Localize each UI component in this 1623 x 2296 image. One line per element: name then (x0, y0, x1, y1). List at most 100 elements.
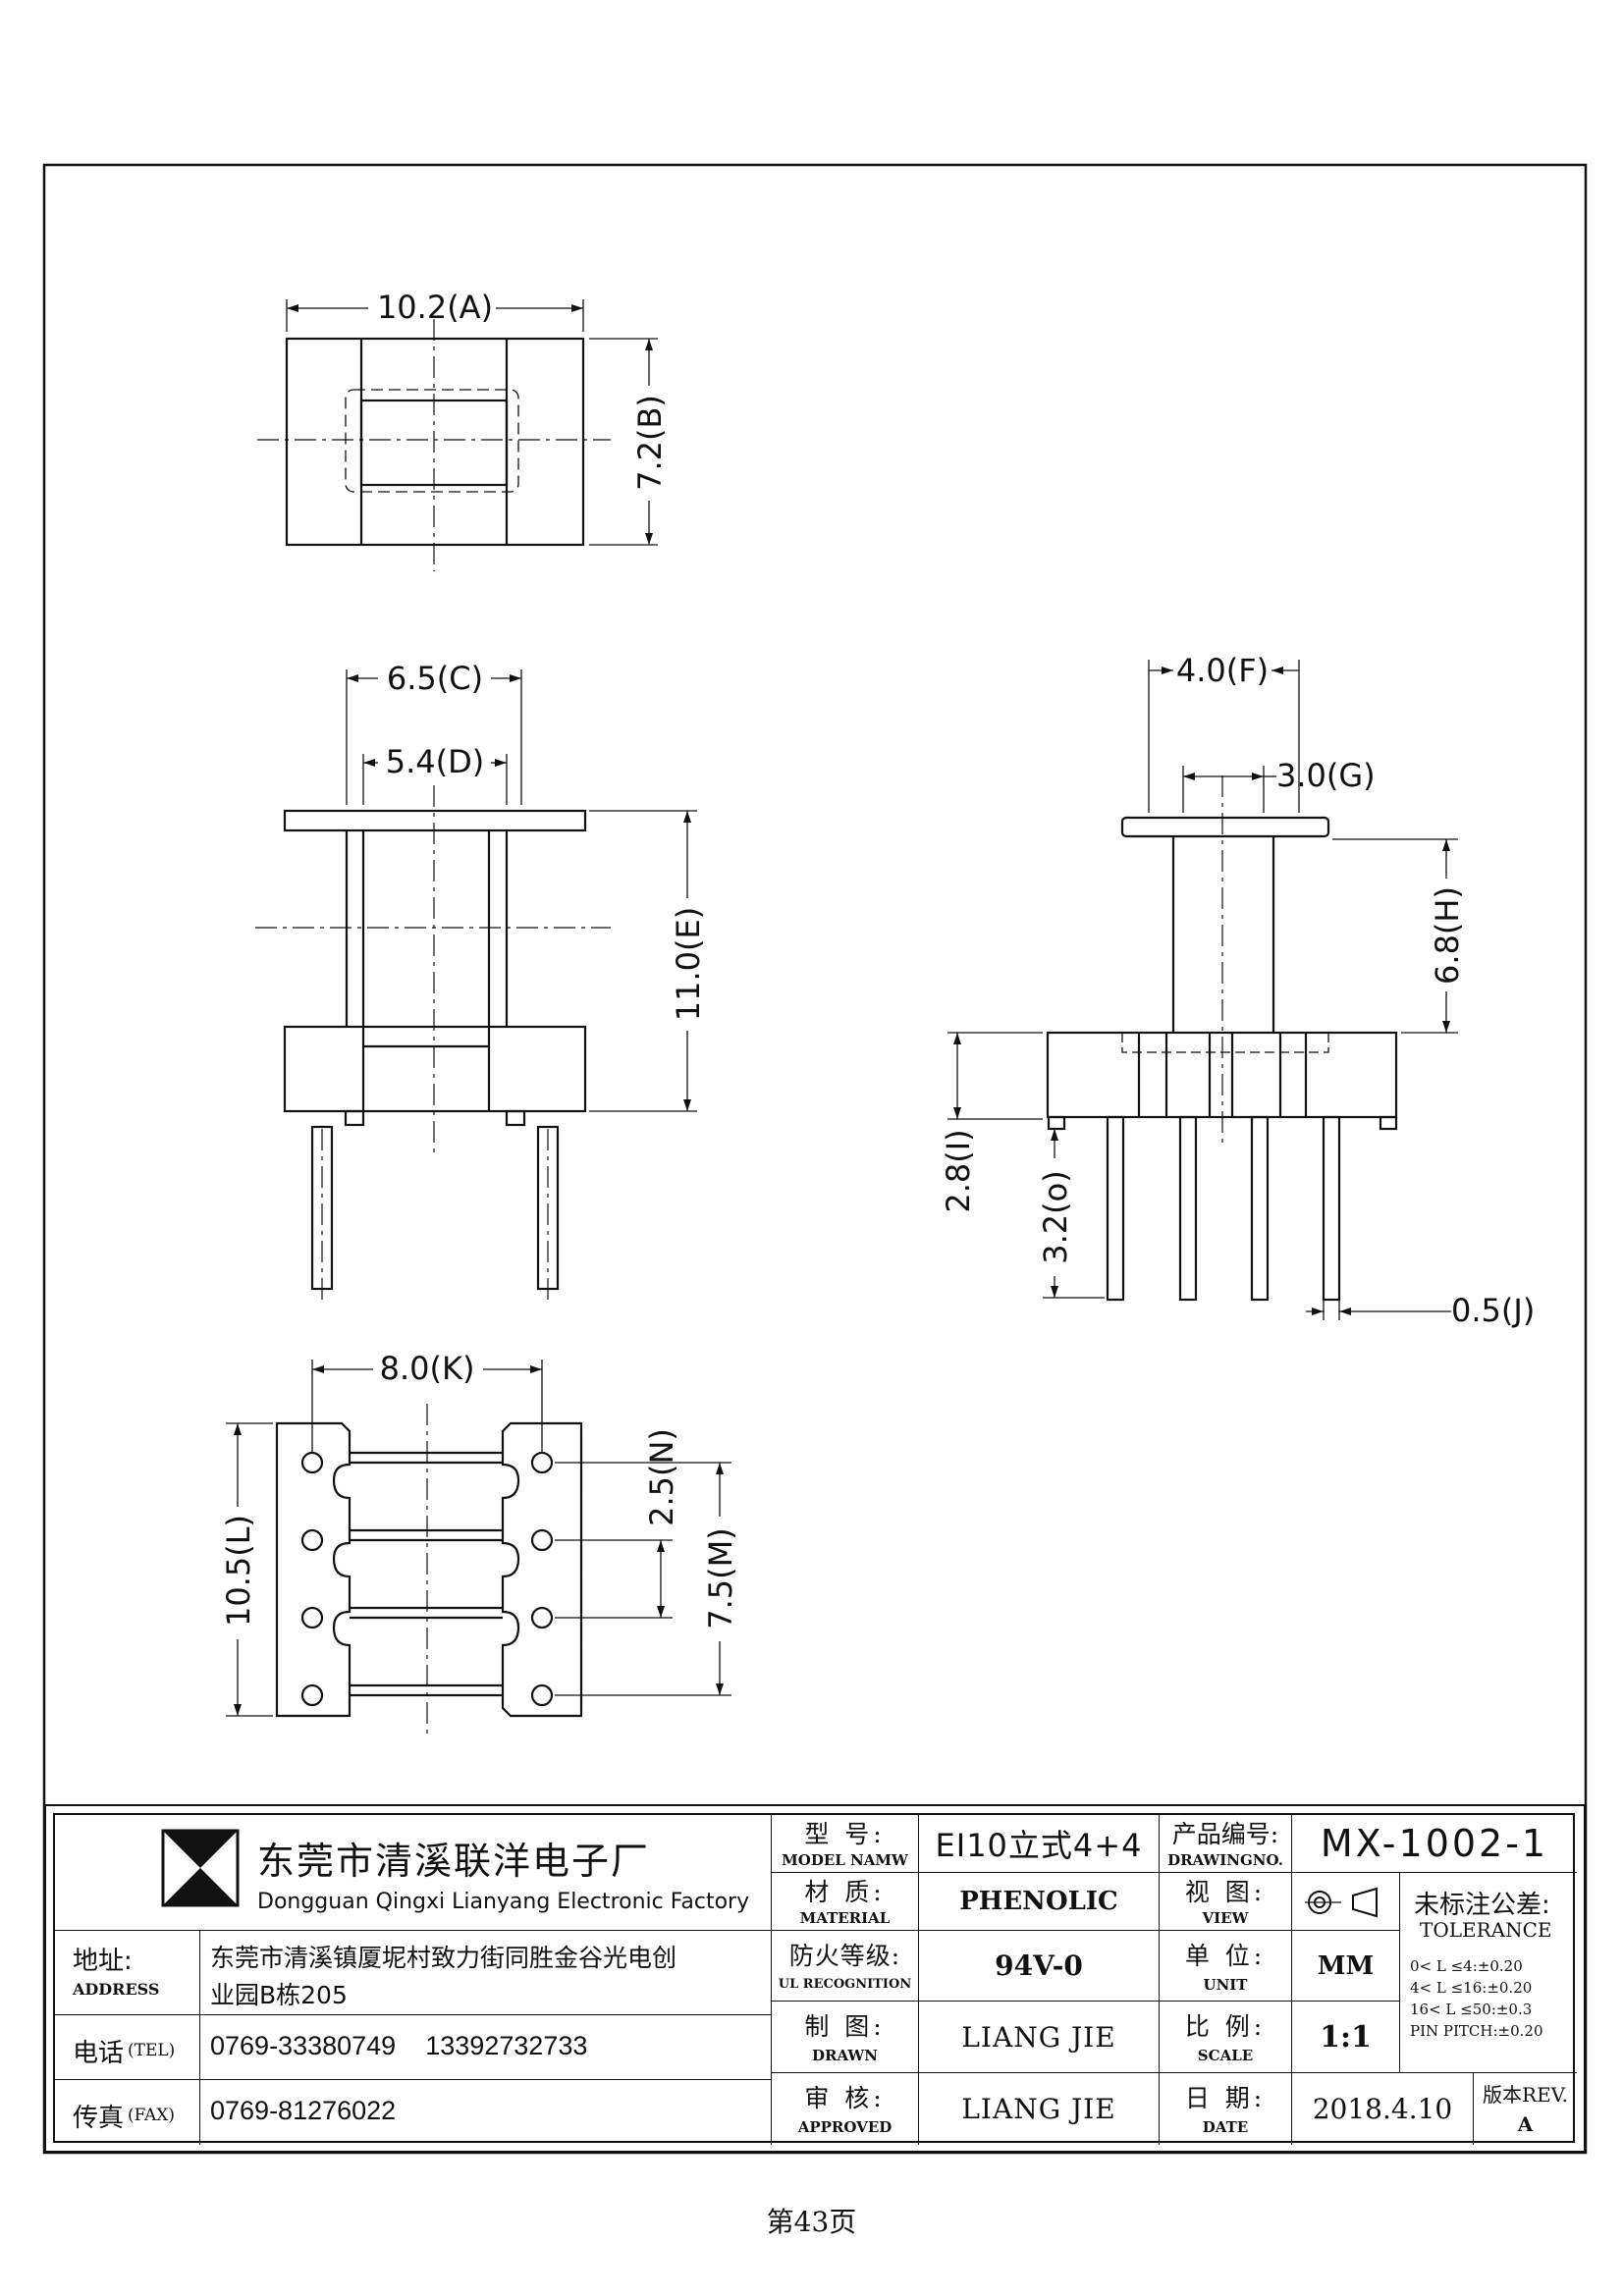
dim-d-label: 5.4(D) (386, 743, 485, 780)
material-label-cell: 材 质: MATERIAL (772, 1873, 919, 1931)
ul-value: 94V-0 (995, 1949, 1083, 1982)
fax-label-cell: 传真 (FAX) (55, 2080, 200, 2145)
drawing-border (42, 163, 1588, 2155)
bottom-view (226, 1360, 731, 1737)
tolerance-cell: 未标注公差: TOLERANCE 0< L ≤4:±0.20 4< L ≤16:… (1400, 1873, 1577, 2073)
top-view (257, 299, 658, 571)
revision-value: A (1517, 2112, 1534, 2136)
drawn-label-cell: 制 图: DRAWN (772, 2002, 919, 2073)
dim-g-label: 3.0(G) (1276, 757, 1376, 794)
dim-o-label: 3.2(o) (1037, 1170, 1074, 1263)
drawingno-value: MX-1002-1 (1320, 1822, 1549, 1865)
dim-n-label: 2.5(N) (643, 1428, 680, 1526)
view-symbol-cell (1292, 1873, 1400, 1931)
dim-m-label: 7.5(M) (702, 1527, 739, 1629)
view-label-cn: 视 图: (1184, 1878, 1267, 1906)
address-value-cell: 东莞市清溪镇厦坭村致力街同胜金谷光电创 业园B栋205 (200, 1931, 772, 2015)
drawn-value-cell: LIANG JIE (919, 2002, 1160, 2073)
view-label-cell: 视 图: VIEW (1160, 1873, 1292, 1931)
model-value-cell: EI10立式4+4 (919, 1815, 1160, 1873)
dim-c-label: 6.5(C) (387, 660, 483, 697)
address-line2: 业园B栋205 (210, 1981, 348, 2009)
company-name-en: Dongguan Qingxi Lianyang Electronic Fact… (257, 1890, 750, 1914)
approved-value-cell: LIANG JIE (919, 2073, 1160, 2145)
scale-label-cn: 比 例: (1184, 2012, 1267, 2041)
title-block-inner: 东莞市清溪联洋电子厂 Dongguan Qingxi Lianyang Elec… (53, 1813, 1577, 2145)
company-logo (161, 1829, 240, 1907)
scale-value-cell: 1:1 (1292, 2002, 1400, 2073)
company-cell: 东莞市清溪联洋电子厂 Dongguan Qingxi Lianyang Elec… (55, 1815, 772, 1931)
address-label-cn: 地址: (73, 1947, 133, 1976)
revision-label: 版本REV. (1483, 2083, 1568, 2107)
drawn-label-cn: 制 图: (804, 2012, 886, 2041)
unit-label-cn: 单 位: (1184, 1942, 1267, 1970)
dim-b-label: 7.2(B) (631, 395, 669, 491)
company-name-cn: 东莞市清溪联洋电子厂 (257, 1840, 651, 1883)
dim-e-label: 11.0(E) (670, 907, 707, 1021)
material-label-en: MATERIAL (799, 1909, 891, 1927)
ul-label-en: UL RECOGNITION (778, 1977, 912, 1992)
unit-value-cell: MM (1292, 1931, 1400, 2002)
tolerance-label-en: TOLERANCE (1420, 1918, 1552, 1942)
tel-value: 0769-33380749 13392732733 (210, 2031, 588, 2060)
fax-label-cn: 传真 (73, 2104, 125, 2133)
tolerance-line-1: 0< L ≤4:±0.20 (1410, 1957, 1523, 1975)
date-value-cell: 2018.4.10 (1292, 2073, 1474, 2145)
drawingno-label-cell: 产品编号: DRAWINGNO. (1160, 1815, 1292, 1873)
drawingno-value-cell: MX-1002-1 (1292, 1815, 1577, 1873)
ul-value-cell: 94V-0 (919, 1931, 1160, 2002)
drawn-label-en: DRAWN (812, 2047, 878, 2064)
dim-i-label: 2.8(I) (940, 1129, 977, 1212)
approved-label-cn: 审 核: (804, 2084, 886, 2112)
tolerance-line-3: 16< L ≤50:±0.3 (1410, 2001, 1533, 2018)
fax-label-en: (FAX) (128, 2106, 175, 2125)
fax-value: 0769-81276022 (210, 2096, 397, 2125)
date-label-en: DATE (1202, 2118, 1249, 2136)
dim-k-label: 8.0(K) (380, 1350, 475, 1387)
scale-value: 1:1 (1320, 2019, 1372, 2055)
ul-label-cn: 防火等级: (788, 1942, 901, 1970)
tolerance-line-4: PIN PITCH:±0.20 (1410, 2022, 1543, 2040)
dim-l-label: 10.5(L) (220, 1515, 257, 1627)
address-label-en: ADDRESS (73, 1980, 160, 1999)
approved-label-en: APPROVED (797, 2118, 893, 2136)
tolerance-line-2: 4< L ≤16:±0.20 (1410, 1979, 1533, 1997)
drawn-value: LIANG JIE (961, 2020, 1116, 2054)
address-label-cell: 地址: ADDRESS (55, 1931, 200, 2015)
tel-label-cell: 电话 (TEL) (55, 2015, 200, 2080)
drawingno-label-cn: 产品编号: (1171, 1820, 1279, 1848)
material-label-cn: 材 质: (804, 1878, 886, 1906)
revision-cell: 版本REV. A (1474, 2073, 1577, 2145)
ul-label-cell: 防火等级: UL RECOGNITION (772, 1931, 919, 2002)
fax-value-cell: 0769-81276022 (200, 2080, 772, 2145)
page-number: 第43页 (766, 2206, 857, 2238)
tel-value-cell: 0769-33380749 13392732733 (200, 2015, 772, 2080)
unit-label-cell: 单 位: UNIT (1160, 1931, 1292, 2002)
model-label-cn: 型 号: (804, 1820, 886, 1848)
dim-h-label: 6.8(H) (1429, 886, 1466, 985)
scale-label-en: SCALE (1197, 2047, 1254, 2064)
view-label-en: VIEW (1202, 1909, 1249, 1927)
date-label-cell: 日 期: DATE (1160, 2073, 1292, 2145)
date-label-cn: 日 期: (1184, 2084, 1267, 2112)
dim-f-label: 4.0(F) (1176, 652, 1269, 689)
scale-label-cell: 比 例: SCALE (1160, 2002, 1292, 2073)
approved-value: LIANG JIE (961, 2093, 1116, 2125)
date-value: 2018.4.10 (1312, 2093, 1453, 2125)
title-block: 东莞市清溪联洋电子厂 Dongguan Qingxi Lianyang Elec… (44, 1804, 1586, 2153)
side-view (947, 660, 1458, 1320)
front-view (255, 669, 697, 1306)
dim-j-label: 0.5(J) (1451, 1292, 1535, 1329)
tolerance-label-cn: 未标注公差: (1414, 1891, 1550, 1920)
model-value: EI10立式4+4 (935, 1827, 1143, 1864)
first-angle-projection-icon (1305, 1887, 1378, 1918)
model-label-cell: 型 号: MODEL NAMW (772, 1815, 919, 1873)
unit-label-en: UNIT (1203, 1976, 1248, 1994)
unit-value: MM (1317, 1950, 1375, 1981)
tel-label-cn: 电话 (73, 2039, 125, 2068)
address-line1: 东莞市清溪镇厦坭村致力街同胜金谷光电创 (210, 1944, 677, 1972)
material-value-cell: PHENOLIC (919, 1873, 1160, 1931)
tel-label-en: (TEL) (128, 2041, 176, 2060)
dim-a-label: 10.2(A) (377, 289, 493, 326)
